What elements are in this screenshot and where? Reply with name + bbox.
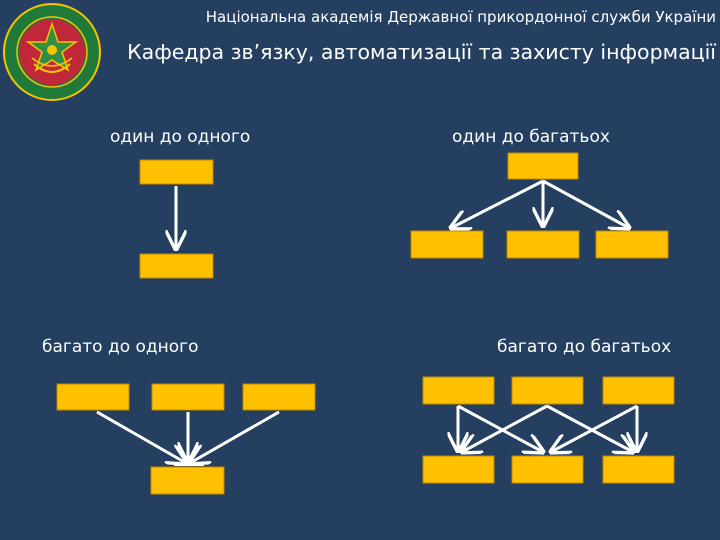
- one-to-many-target-box-1: [410, 230, 484, 259]
- one-to-many-arrow-1: [451, 179, 544, 228]
- many-to-one-arrow-1: [96, 410, 186, 463]
- many-to-many-arrow-3-2: [551, 404, 638, 452]
- label-one-to-many: один до багатьох: [452, 127, 610, 147]
- label-one-to-one: один до одного: [110, 127, 251, 147]
- one-to-one-source-box: [139, 159, 214, 185]
- many-to-many-source-box-3: [602, 376, 675, 405]
- many-to-many-target-box-1: [422, 455, 495, 484]
- academy-title: Національна академія Державної прикордон…: [205, 8, 716, 26]
- many-to-one-source-box-3: [242, 383, 316, 411]
- one-to-one-target-box: [139, 253, 214, 279]
- many-to-one-source-box-2: [151, 383, 225, 411]
- one-to-many-target-box-2: [506, 230, 580, 259]
- many-to-many-arrow-2-1: [462, 404, 548, 452]
- many-to-one-source-box-1: [56, 383, 130, 411]
- many-to-many-source-box-1: [422, 376, 495, 405]
- many-to-one-target-box: [150, 466, 225, 495]
- many-to-many-arrow-1-2: [457, 404, 543, 452]
- one-to-many-arrow-3: [542, 179, 629, 228]
- many-to-many-target-box-2: [511, 455, 584, 484]
- department-title: Кафедра зв’язку, автоматизації та захист…: [127, 40, 716, 64]
- academy-emblem-logo: [3, 3, 101, 101]
- one-to-many-target-box-3: [595, 230, 669, 259]
- one-to-many-source-box: [507, 152, 579, 180]
- label-many-to-many: багато до багатьох: [497, 337, 672, 357]
- many-to-many-source-box-2: [511, 376, 584, 405]
- many-to-one-arrow-3: [190, 410, 280, 463]
- label-many-to-one: багато до одного: [42, 337, 199, 357]
- many-to-many-arrow-2-3: [546, 404, 633, 452]
- many-to-many-target-box-3: [602, 455, 675, 484]
